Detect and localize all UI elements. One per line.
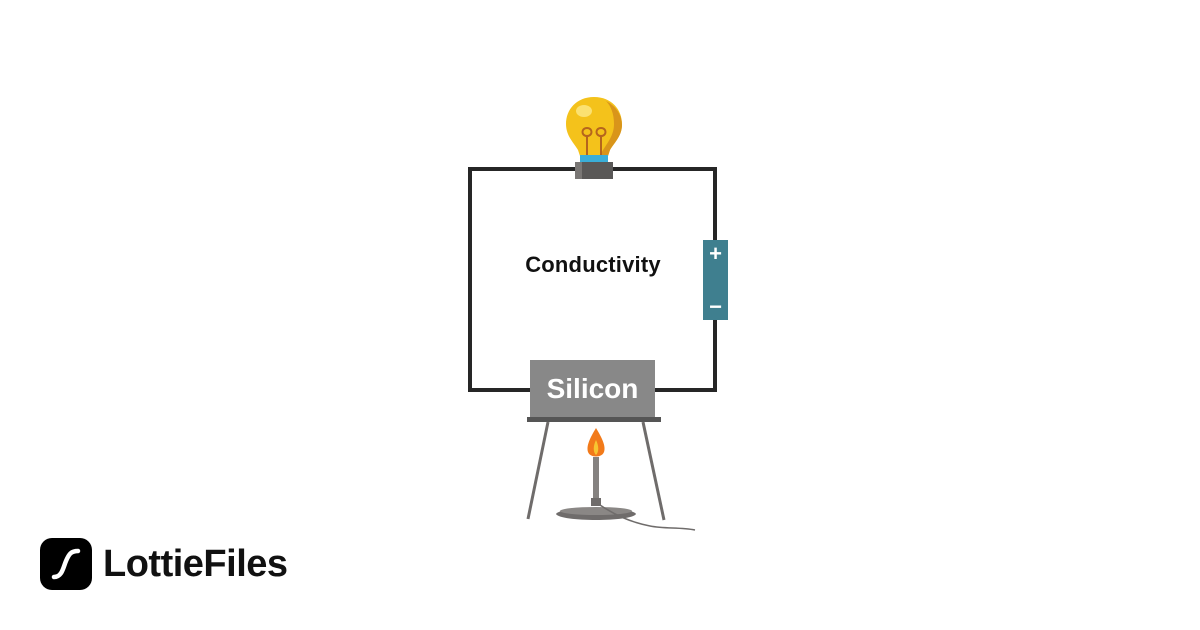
lottiefiles-icon bbox=[40, 538, 92, 590]
lottiefiles-logo[interactable]: LottieFiles bbox=[40, 538, 288, 590]
material-label: Silicon bbox=[546, 372, 639, 404]
diagram-title: Conductivity bbox=[525, 252, 661, 277]
logo-text: LottieFiles bbox=[103, 542, 288, 585]
light-bulb-icon bbox=[566, 97, 622, 179]
plus-icon: + bbox=[709, 241, 722, 266]
circuit-wire bbox=[468, 167, 717, 392]
minus-icon: − bbox=[709, 294, 722, 319]
silicon-sample: Silicon bbox=[530, 360, 655, 417]
bunsen-burner-icon bbox=[556, 428, 696, 531]
tripod-stand bbox=[526, 417, 666, 521]
battery: + − bbox=[703, 240, 728, 320]
